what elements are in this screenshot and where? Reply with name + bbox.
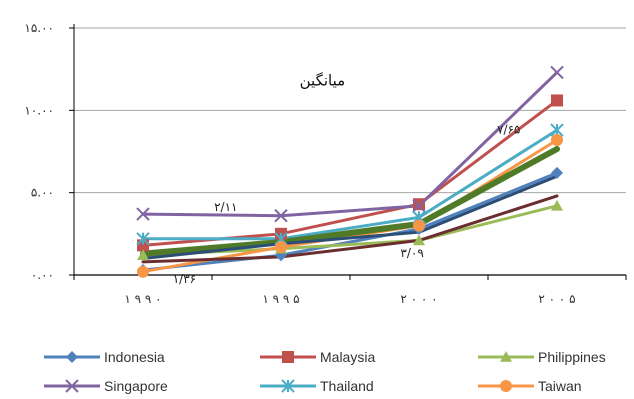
series-3-point-1 (274, 209, 288, 223)
series-5-point-2 (413, 219, 425, 232)
x-tick-label-0: ۱ ۹ ۹ ۰ (124, 292, 161, 306)
series-lines (140, 70, 560, 274)
series-1-point-3 (551, 94, 563, 107)
legend-label-4: Thailand (320, 378, 374, 394)
y-tick-label-2: ۱۰.۰۰ (24, 103, 54, 117)
legend-label-2: Philippines (538, 349, 606, 365)
series-line-6 (140, 146, 560, 257)
series-line-8 (141, 174, 559, 261)
annotation-3: ۳/۰۹ (400, 246, 423, 260)
annotation-4: ۱/۳۶ (173, 272, 196, 286)
legend-swatch-marker-3 (65, 379, 79, 393)
series-3-point-2 (412, 199, 426, 213)
series-5-point-3 (551, 133, 563, 146)
series-2-point-0 (137, 249, 149, 261)
legend-item-5: Taiwan (478, 378, 582, 394)
series-markers (136, 65, 564, 278)
annotations: میانگین ۷/۶۵ ۲/۱۱ ۳/۰۹ ۱/۳۶ (173, 72, 521, 287)
legend-label-0: Indonesia (104, 349, 165, 365)
series-2-point-3 (551, 199, 563, 211)
axes (69, 24, 627, 280)
legend-swatch-marker-4 (281, 379, 295, 393)
legend-item-4: Thailand (260, 378, 374, 394)
legend-swatch-marker-1 (282, 351, 294, 363)
legend-item-1: Malaysia (260, 349, 375, 365)
y-tick-label-0: ۰.۰۰ (31, 268, 54, 282)
series-3-point-0 (136, 207, 150, 221)
gridlines (74, 27, 626, 194)
series-5-point-1 (275, 241, 287, 254)
series-line-0 (141, 171, 559, 272)
legend-swatch-marker-0 (66, 351, 78, 363)
x-tick-label-2: ۲ ۰ ۰ ۰ (400, 292, 437, 306)
series-4-point-0 (136, 232, 150, 246)
y-tick-labels: ۰.۰۰ ۵.۰۰ ۱۰.۰۰ ۱۵.۰۰ (24, 21, 54, 282)
series-1-point-2 (413, 198, 425, 211)
annotation-2: ۲/۱۱ (214, 200, 237, 214)
legend-item-3: Singapore (44, 378, 168, 394)
series-2-point-2 (413, 234, 425, 246)
legend-label-1: Malaysia (320, 349, 375, 365)
legend-label-5: Taiwan (538, 378, 582, 394)
series-5-point-0 (137, 265, 149, 278)
y-tick-label-3: ۱۵.۰۰ (24, 21, 54, 35)
legend-swatch-marker-2 (500, 351, 512, 362)
annotation-1: ۷/۶۵ (497, 122, 520, 136)
y-tick-label-1: ۵.۰۰ (31, 186, 54, 200)
x-tick-labels: ۱ ۹ ۹ ۰ ۱ ۹ ۹ ۵ ۲ ۰ ۰ ۰ ۲ ۰ ۰ ۵ (124, 292, 575, 306)
x-tick-label-1: ۱ ۹ ۹ ۵ (262, 292, 299, 306)
series-line-4 (141, 128, 559, 241)
annotation-0: میانگین (300, 72, 346, 90)
legend-item-0: Indonesia (44, 349, 165, 365)
series-3-point-3 (550, 65, 564, 80)
series-0-point-3 (551, 166, 563, 179)
series-line-7 (141, 194, 559, 264)
legend-item-2: Philippines (478, 349, 606, 365)
legend-label-3: Singapore (104, 378, 168, 394)
x-tick-label-3: ۲ ۰ ۰ ۵ (538, 292, 575, 306)
legend-swatch-marker-5 (500, 380, 512, 392)
series-line-3 (141, 70, 559, 218)
